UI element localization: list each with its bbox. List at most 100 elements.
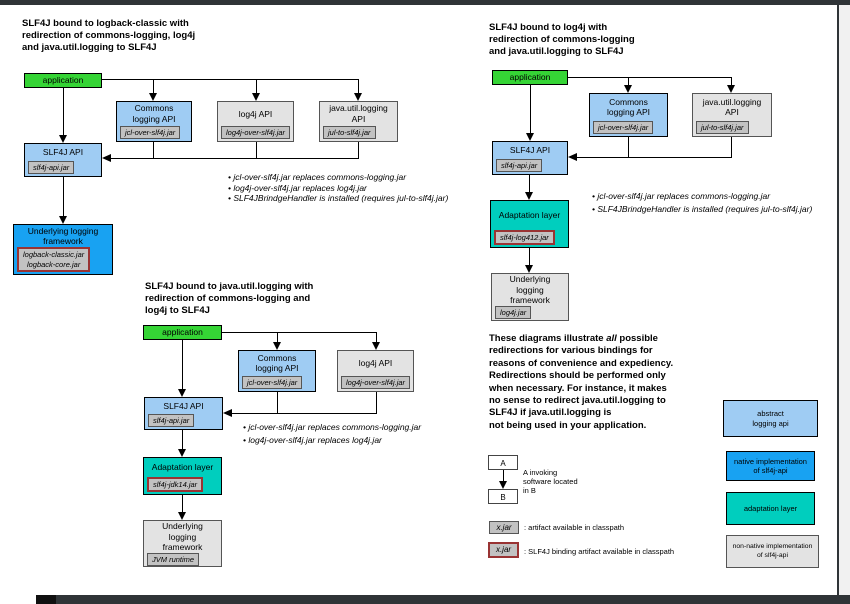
underlying-framework-node: Underlying logging framework JVM runtime: [143, 520, 222, 567]
legend-jar-box: x.jar: [489, 521, 519, 534]
binding-jar-tab: slf4j-log412.jar: [494, 229, 555, 245]
arrowhead-down: [526, 133, 534, 141]
window-bottom-border: [36, 595, 850, 604]
note-text: possible redirections for various bindin…: [489, 333, 674, 431]
arrowhead-down: [727, 85, 735, 93]
window-bottom-border-dark: [36, 595, 56, 604]
legend-b-box: B: [488, 489, 518, 504]
underlying-framework-node: Underlying logging framework logback-cla…: [13, 224, 113, 275]
arrowhead-down: [525, 192, 533, 200]
connector-line: [232, 413, 376, 414]
slf4j-api-node: SLF4J API slf4j-api.jar: [144, 397, 223, 430]
connector-line: [376, 332, 377, 342]
node-label: SLF4J API: [42, 147, 84, 157]
adaptation-layer-node: Adaptation layer slf4j-log412.jar: [490, 200, 569, 248]
connector-line: [102, 79, 358, 80]
legend-non-native-implementation: non-native implementation of slf4j-api: [726, 535, 819, 568]
connector-line: [376, 392, 377, 414]
jar-tab: log4j-over-slf4j.jar: [221, 125, 291, 139]
connector-line: [111, 158, 358, 159]
application-node: application: [24, 73, 102, 88]
jar-tab: log4j.jar: [495, 305, 532, 319]
connector-line: [277, 392, 278, 413]
node-label: Underlying logging framework: [27, 225, 99, 247]
bullet-item: • jcl-over-slf4j.jar replaces commons-lo…: [592, 191, 771, 201]
log4j-api-node: log4j API log4j-over-slf4j.jar: [337, 350, 414, 392]
connector-line: [153, 79, 154, 93]
jar-tab: jul-to-slf4j.jar: [323, 125, 376, 139]
node-label: Underlying logging framework: [162, 521, 203, 552]
adaptation-layer-node: Adaptation layer slf4j-jdk14.jar: [143, 457, 222, 495]
legend-binding-jar-caption: : SLF4J binding artifact available in cl…: [524, 547, 675, 556]
connector-line: [577, 157, 731, 158]
connector-line: [529, 248, 530, 265]
arrowhead-down: [59, 216, 67, 224]
node-label: application: [42, 75, 84, 86]
connector-line: [222, 332, 376, 333]
node-label: application: [162, 327, 203, 338]
connector-line: [530, 85, 531, 133]
arrowhead-left: [223, 409, 232, 417]
node-label: SLF4J API: [509, 145, 551, 155]
diagram1-notes: • jcl-over-slf4j.jar replaces commons-lo…: [228, 172, 448, 204]
jar-tab: jcl-over-slf4j.jar: [120, 125, 181, 139]
node-label: SLF4J API: [163, 400, 204, 411]
window-right-border: [837, 0, 839, 604]
node-label: Adaptation layer: [498, 210, 561, 220]
commons-logging-api-node: Commons logging API jcl-over-slf4j.jar: [589, 93, 668, 137]
diagram3-notes: • jcl-over-slf4j.jar replaces commons-lo…: [243, 421, 421, 447]
legend-adaptation-layer: adaptation layer: [726, 492, 815, 525]
log4j-api-node: log4j API log4j-over-slf4j.jar: [217, 101, 294, 142]
diagram3-title: SLF4J bound to java.util.logging with re…: [145, 281, 314, 316]
arrowhead-down: [354, 93, 362, 101]
node-label: Commons logging API: [606, 96, 650, 118]
arrowhead-down: [624, 85, 632, 93]
jar-tab: jul-to-slf4j.jar: [696, 120, 749, 134]
arrowhead-left: [102, 154, 111, 162]
commons-logging-api-node: Commons logging API jcl-over-slf4j.jar: [238, 350, 316, 392]
jul-api-node: java.util.logging API jul-to-slf4j.jar: [319, 101, 398, 142]
arrowhead-down: [252, 93, 260, 101]
arrowhead-down: [178, 449, 186, 457]
connector-line: [503, 470, 504, 481]
arrowhead-left: [568, 153, 577, 161]
connector-line: [256, 142, 257, 158]
note-text: These diagrams illustrate: [489, 333, 607, 344]
connector-line: [153, 142, 154, 158]
node-label: java.util.logging API: [702, 96, 762, 118]
commons-logging-api-node: Commons logging API jcl-over-slf4j.jar: [116, 101, 192, 142]
application-node: application: [492, 70, 568, 85]
diagram1-title: SLF4J bound to logback-classic with redi…: [22, 18, 196, 53]
jar-tab: slf4j-api.jar: [496, 158, 543, 172]
connector-line: [529, 175, 530, 192]
bullet-item: • jcl-over-slf4j.jar replaces commons-lo…: [228, 172, 407, 182]
jar-tab: slf4j-api.jar: [28, 160, 75, 174]
connector-line: [63, 177, 64, 216]
bullet-item: • jcl-over-slf4j.jar replaces commons-lo…: [243, 422, 422, 432]
slf4j-api-node: SLF4J API slf4j-api.jar: [492, 141, 568, 175]
note-emphasis: all: [606, 333, 617, 344]
jar-tab: JVM runtime: [147, 552, 200, 566]
node-label: log4j API: [238, 108, 273, 119]
arrowhead-down: [178, 512, 186, 520]
connector-line: [182, 430, 183, 449]
legend-native-implementation: native implementation of slf4j-api: [726, 451, 815, 481]
bullet-item: • log4j-over-slf4j.jar replaces log4j.ja…: [243, 434, 382, 445]
window-top-border: [0, 0, 850, 5]
arrowhead-down: [178, 389, 186, 397]
connector-line: [731, 137, 732, 158]
bullet-item: • SLF4JBrindgeHandler is installed (requ…: [592, 203, 813, 214]
node-label: Commons logging API: [132, 103, 176, 124]
arrowhead-down: [149, 93, 157, 101]
binding-jar-tab: slf4j-jdk14.jar: [147, 476, 204, 492]
node-label: java.util.logging API: [329, 103, 388, 124]
arrowhead-down: [525, 265, 533, 273]
connector-line: [358, 79, 359, 93]
window-right-strip: [839, 0, 850, 604]
connector-line: [628, 77, 629, 85]
diagram2-notes: • jcl-over-slf4j.jar replaces commons-lo…: [592, 190, 812, 216]
underlying-framework-node: Underlying logging framework log4j.jar: [491, 273, 569, 321]
connector-line: [358, 142, 359, 159]
jar-tab: jcl-over-slf4j.jar: [593, 120, 654, 134]
